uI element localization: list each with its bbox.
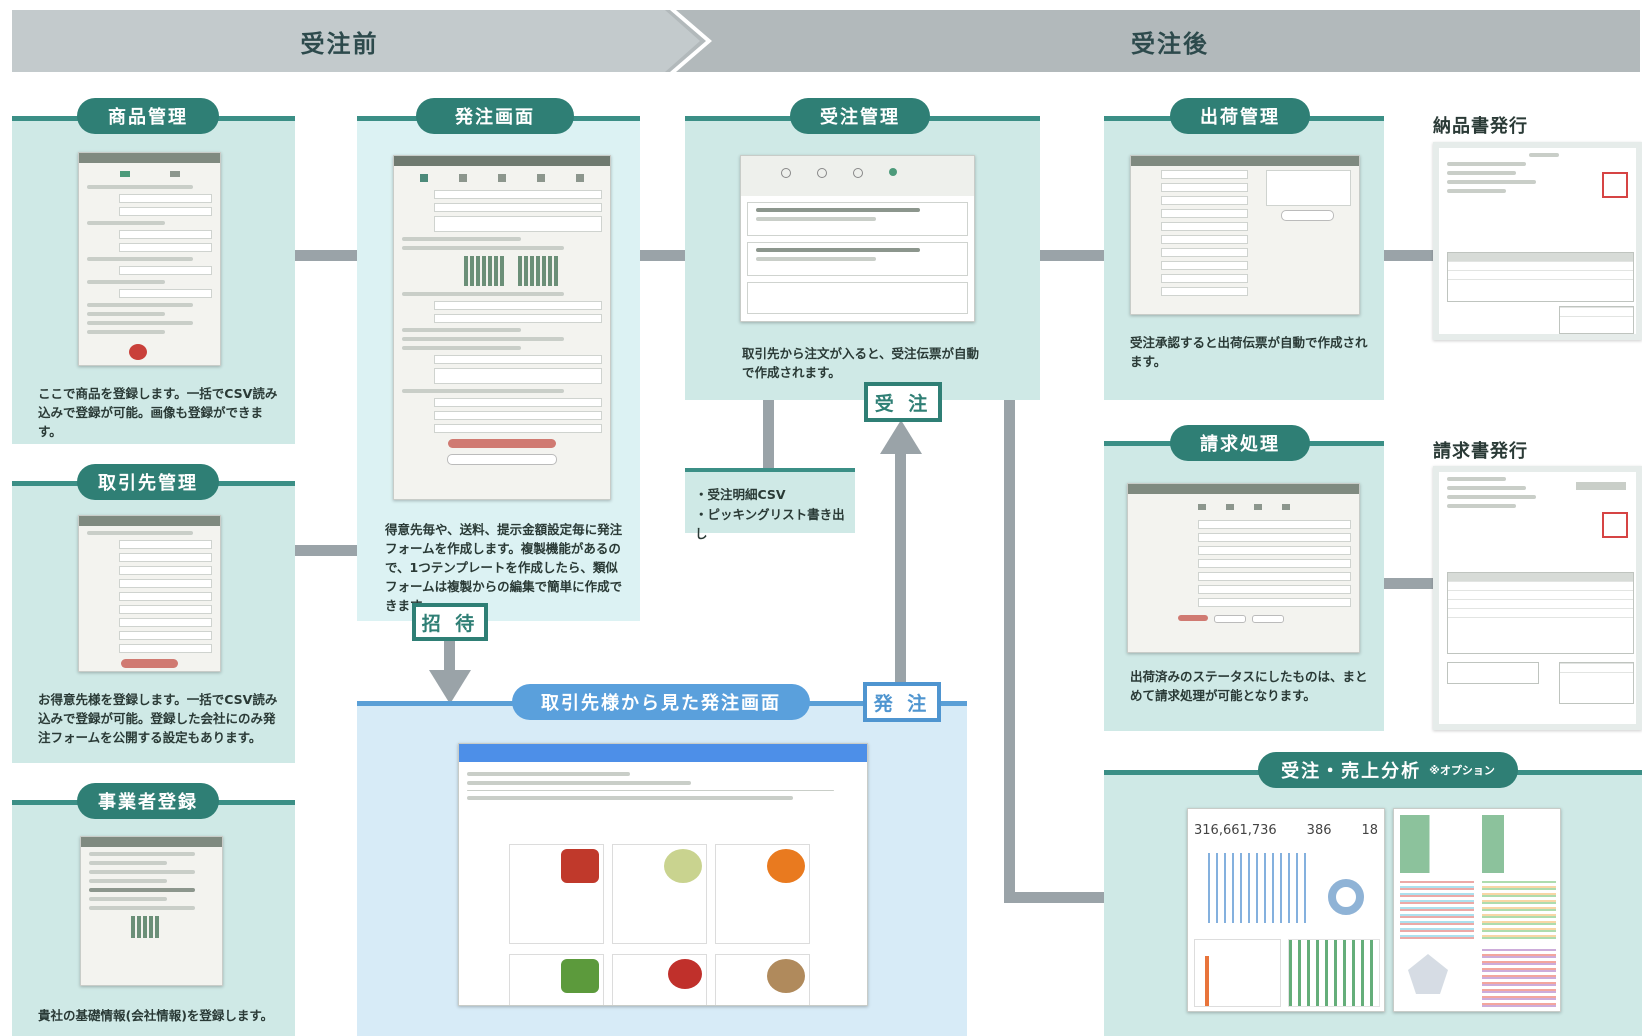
shipping-desc: 受注承認すると出荷伝票が自動で作成されます。 bbox=[1130, 335, 1368, 369]
before-order-label: 受注前 bbox=[300, 29, 379, 58]
analysis-title-pill: 受注・売上分析 ※オプション bbox=[1258, 752, 1518, 788]
csv-line-1: ・受注明細CSV bbox=[695, 487, 786, 502]
company-title: 事業者登録 bbox=[77, 783, 219, 819]
dashboard-right-mock bbox=[1393, 808, 1561, 1012]
billing-desc: 出荷済みのステータスにしたものは、まとめて請求処理が可能となります。 bbox=[1130, 669, 1368, 703]
donut-chart-mock bbox=[1328, 879, 1364, 915]
bar-chart-mock bbox=[1208, 853, 1308, 923]
connector-client-order bbox=[295, 545, 360, 556]
multi-chart-mock-3 bbox=[1482, 949, 1556, 1007]
invoice-title: 請求書発行 bbox=[1433, 441, 1528, 462]
line-chart-mock bbox=[1194, 939, 1281, 1007]
shipping-title: 出荷管理 bbox=[1170, 98, 1310, 134]
multi-chart-mock-2 bbox=[1482, 881, 1556, 939]
connector-mgmt-analysis-h bbox=[1004, 892, 1104, 903]
company-desc: 貴社の基礎情報(会社情報)を登録します。 bbox=[38, 1008, 274, 1023]
analysis-title: 受注・売上分析 bbox=[1281, 761, 1422, 782]
billing-title: 請求処理 bbox=[1170, 425, 1310, 461]
delivery-note-doc bbox=[1433, 142, 1642, 340]
invoice-seal-stamp bbox=[1602, 512, 1628, 538]
client-screen-mock bbox=[78, 515, 221, 672]
invoice-doc bbox=[1433, 466, 1642, 730]
billing-screen-mock bbox=[1127, 483, 1360, 653]
connector-mgmt-shipping bbox=[1040, 250, 1105, 261]
radar-chart-mock bbox=[1408, 954, 1448, 994]
kpi-main-value: 316,661,736 bbox=[1194, 823, 1277, 838]
connector-billing-invoice bbox=[1383, 578, 1433, 589]
order-badge: 発 注 bbox=[863, 682, 941, 722]
order-mgmt-desc: 取引先から注文が入ると、受注伝票が自動で作成されます。 bbox=[742, 346, 980, 380]
arrow-down-shaft bbox=[444, 640, 455, 675]
connector-shipping-delivery bbox=[1383, 250, 1433, 261]
order-screen-desc: 得意先毎や、送料、提示金額設定毎に発注フォームを作成します。複製機能があるので、… bbox=[385, 522, 623, 613]
h-bar-chart-mock-2 bbox=[1482, 815, 1556, 873]
phase-header-bands bbox=[12, 10, 1640, 72]
connector-order-mgmt bbox=[640, 250, 685, 261]
invite-badge: 招 待 bbox=[412, 603, 488, 641]
client-desc: お得意先様を登録します。一括でCSV読み込みで登録が可能。登録した会社にのみ発注… bbox=[38, 692, 278, 745]
csv-line-2: ・ピッキングリスト書き出し bbox=[695, 507, 845, 541]
arrow-up-shaft bbox=[895, 448, 906, 688]
connector-mgmt-analysis-v bbox=[1004, 400, 1015, 900]
h-bar-chart-mock bbox=[1400, 815, 1474, 873]
client-view-title: 取引先様から見た発注画面 bbox=[512, 684, 810, 720]
multi-chart-mock bbox=[1400, 881, 1474, 939]
order-mgmt-title: 受注管理 bbox=[790, 98, 930, 134]
product-desc: ここで商品を登録します。一括でCSV読み込みで登録が可能。画像も登録ができます。 bbox=[38, 386, 278, 439]
company-screen-mock bbox=[80, 836, 223, 986]
order-form-screen-mock bbox=[393, 155, 611, 500]
client-title: 取引先管理 bbox=[77, 464, 219, 500]
csv-export-panel bbox=[685, 468, 855, 533]
connector-product-order bbox=[295, 250, 360, 261]
analysis-note: ※オプション bbox=[1429, 764, 1495, 777]
order-screen-title: 発注画面 bbox=[416, 98, 574, 134]
green-bar-chart-mock bbox=[1288, 939, 1380, 1007]
receive-badge: 受 注 bbox=[864, 382, 942, 422]
kpi-2-value: 386 bbox=[1306, 823, 1332, 838]
arrow-down-head bbox=[429, 670, 471, 704]
shipping-screen-mock bbox=[1130, 155, 1360, 315]
after-order-label: 受注後 bbox=[1131, 29, 1209, 58]
product-screen-mock bbox=[78, 152, 221, 366]
delivery-note-title: 納品書発行 bbox=[1433, 116, 1528, 137]
product-title: 商品管理 bbox=[77, 98, 219, 134]
order-mgmt-screen-mock bbox=[740, 155, 975, 322]
client-order-page-mock bbox=[458, 743, 868, 1006]
kpi-3-value: 18 bbox=[1361, 823, 1378, 838]
dashboard-left-mock: 316,661,736 386 18 bbox=[1187, 808, 1385, 1012]
arrow-up-head bbox=[880, 420, 922, 454]
seal-stamp bbox=[1602, 172, 1628, 198]
connector-mgmt-csv bbox=[763, 400, 774, 468]
